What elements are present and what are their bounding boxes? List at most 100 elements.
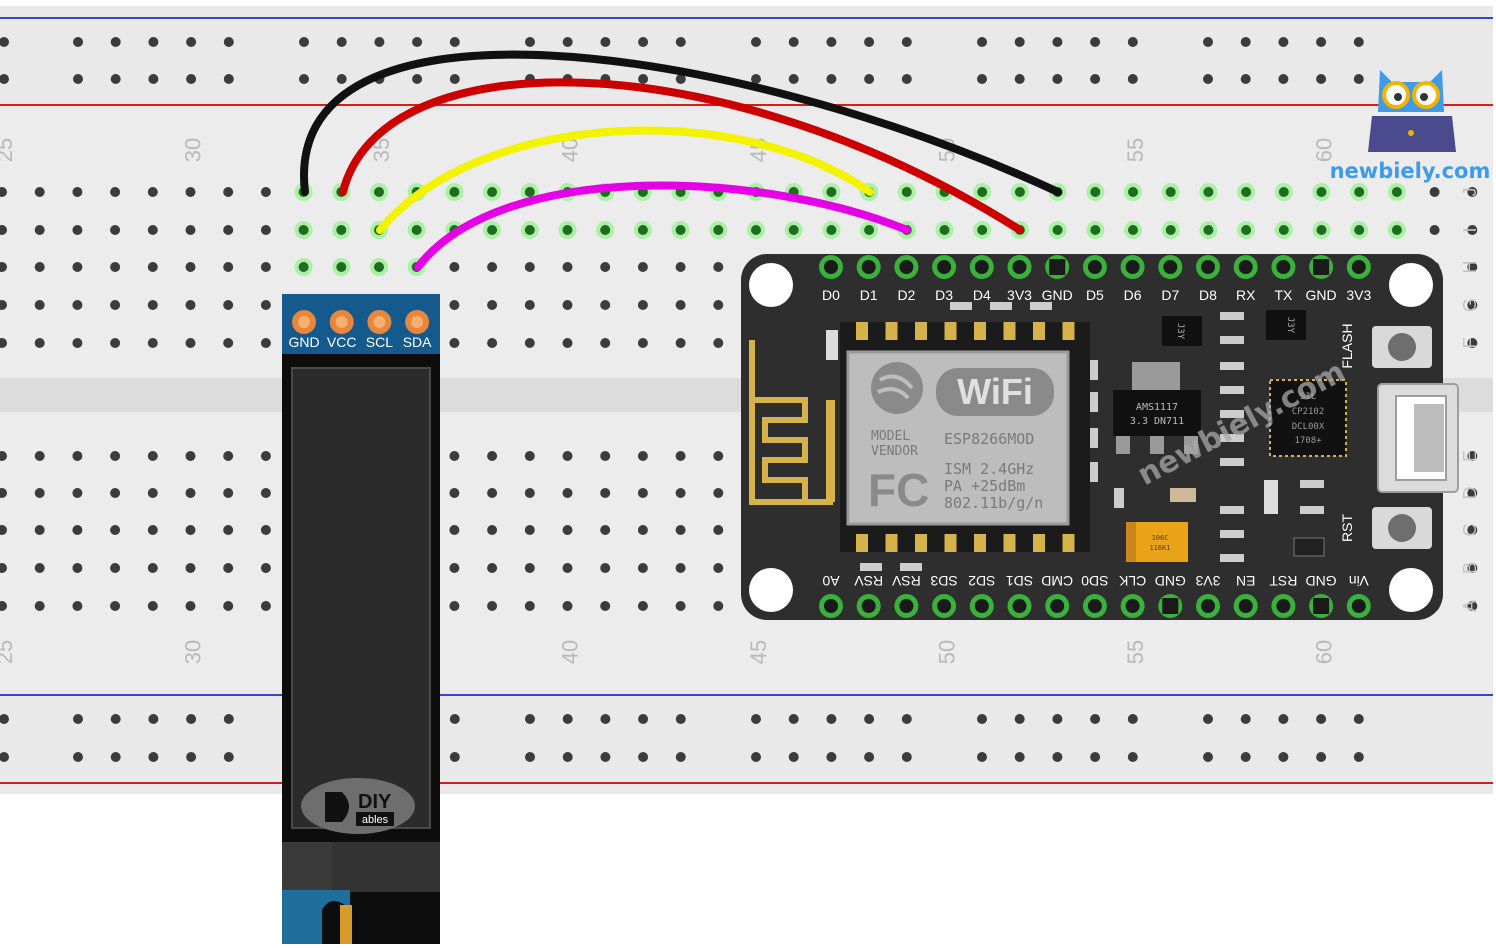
esp-pin-hole[interactable] — [1163, 260, 1178, 274]
breadboard-hole — [260, 563, 271, 573]
wifi-logo: WiFi — [957, 371, 1033, 412]
breadboard-hole — [0, 451, 7, 461]
breadboard-hole — [1467, 262, 1478, 272]
esp-pin-hole[interactable] — [1201, 599, 1215, 613]
esp-pin-hole[interactable] — [1276, 260, 1291, 274]
flash-button[interactable]: FLASH — [1339, 323, 1432, 369]
rail-hole — [788, 74, 799, 84]
breadboard-hole — [487, 300, 498, 310]
esp-pin-label: D0 — [822, 287, 840, 303]
breadboard-hole — [1014, 187, 1025, 197]
esp-pin-hole[interactable] — [1351, 599, 1366, 613]
rail-hole — [449, 37, 460, 47]
row-letter: E — [1460, 450, 1480, 462]
breadboard-hole — [1090, 225, 1101, 235]
breadboard-hole — [0, 338, 7, 348]
esp-pin-hole[interactable] — [861, 599, 876, 613]
rail-hole — [562, 714, 573, 724]
rail-hole — [186, 752, 197, 762]
rail-hole — [977, 752, 987, 762]
esp-pin-hole[interactable] — [861, 260, 876, 274]
breadboard-hole — [34, 187, 45, 197]
rail-hole — [1353, 37, 1364, 47]
esp-pin-hole[interactable] — [1125, 260, 1140, 274]
breadboard-hole — [1391, 225, 1402, 235]
module-vendor-label: VENDOR — [871, 444, 918, 459]
rail-hole — [977, 714, 987, 724]
breadboard-hole — [600, 563, 611, 573]
esp-pin-hole[interactable] — [1313, 598, 1330, 614]
esp-pin-hole[interactable] — [1012, 260, 1027, 274]
esp-pin-hole[interactable] — [1201, 260, 1215, 274]
esp-pin-hole[interactable] — [1238, 599, 1253, 613]
esp-pin-hole[interactable] — [974, 599, 989, 613]
breadboard-hole — [185, 187, 196, 197]
rail-hole — [73, 37, 83, 47]
column-number: 25 — [0, 138, 17, 162]
diyables-logo-line1: DIY — [358, 791, 392, 813]
esp-pin-label: D4 — [973, 287, 991, 303]
esp-pin-label: D7 — [1161, 287, 1179, 303]
rst-button[interactable]: RST — [1339, 507, 1432, 549]
usb-uart-chip: SIL CP2102 DCL00X 1708+ — [1269, 379, 1347, 457]
esp-pin-hole[interactable] — [1162, 598, 1179, 614]
esp-pin-label: SD2 — [968, 573, 995, 589]
esp-pin-hole[interactable] — [1276, 599, 1291, 613]
breadboard-hole — [864, 225, 875, 235]
esp-pin-hole[interactable] — [824, 260, 838, 274]
breadboard-hole — [600, 225, 611, 235]
breadboard-hole — [1316, 187, 1327, 197]
esp-pin-hole[interactable] — [1125, 599, 1140, 613]
esp-pin-hole[interactable] — [974, 260, 989, 274]
esp-pin-label: GND — [1306, 573, 1337, 589]
esp-pin-hole[interactable] — [899, 599, 914, 613]
esp-pin-hole[interactable] — [1351, 260, 1366, 274]
breadboard-hole — [1467, 601, 1478, 611]
wire-gnd — [300, 50, 1062, 196]
rail-hole — [1014, 37, 1025, 47]
esp-pin-hole[interactable] — [1012, 599, 1027, 613]
esp-pin-hole[interactable] — [1087, 599, 1102, 613]
breadboard-hole — [600, 338, 611, 348]
esp-pin-hole[interactable] — [1050, 599, 1065, 613]
breadboard-hole — [110, 563, 121, 573]
breadboard-hole — [675, 525, 686, 535]
rail-hole — [223, 37, 234, 47]
module-spec2: PA +25dBm — [944, 477, 1025, 495]
esp-pin-hole[interactable] — [937, 260, 952, 274]
rail-hole — [826, 74, 837, 84]
esp-pin-hole[interactable] — [824, 599, 838, 613]
breadboard-hole — [524, 225, 535, 235]
rail-hole — [901, 37, 912, 47]
esp-pin-label: Vin — [1349, 573, 1369, 589]
breadboard-hole — [524, 451, 535, 461]
oled-screen — [291, 367, 431, 829]
micro-usb-port[interactable] — [1377, 383, 1459, 493]
esp-pin-hole[interactable] — [1049, 259, 1066, 275]
column-number: 60 — [1312, 640, 1337, 664]
esp-pin-label: SD3 — [930, 573, 957, 589]
breadboard-hole — [901, 187, 912, 197]
voltage-regulator: AMS1117 3.3 DN711 — [1113, 362, 1201, 454]
breadboard-hole — [524, 338, 535, 348]
breadboard-hole — [72, 563, 83, 573]
esp-pin-hole[interactable] — [899, 260, 914, 274]
rail-hole — [299, 37, 309, 47]
esp-pin-label: D1 — [860, 287, 878, 303]
esp-pin-hole[interactable] — [1087, 260, 1102, 274]
column-number: 40 — [558, 640, 583, 664]
rail-hole — [638, 714, 649, 724]
breadboard-hole — [675, 563, 686, 573]
breadboard-hole — [977, 225, 988, 235]
breadboard-hole — [487, 338, 498, 348]
breadboard-hole — [562, 451, 573, 461]
breadboard-hole — [72, 262, 83, 272]
esp-pin-hole[interactable] — [1238, 260, 1253, 274]
breadboard-hole — [600, 525, 611, 535]
rail-hole — [1014, 714, 1025, 724]
esp-pin-hole[interactable] — [1313, 259, 1330, 275]
rail-hole — [1278, 37, 1289, 47]
esp-pin-hole[interactable] — [937, 599, 952, 613]
breadboard-hole — [939, 225, 950, 235]
